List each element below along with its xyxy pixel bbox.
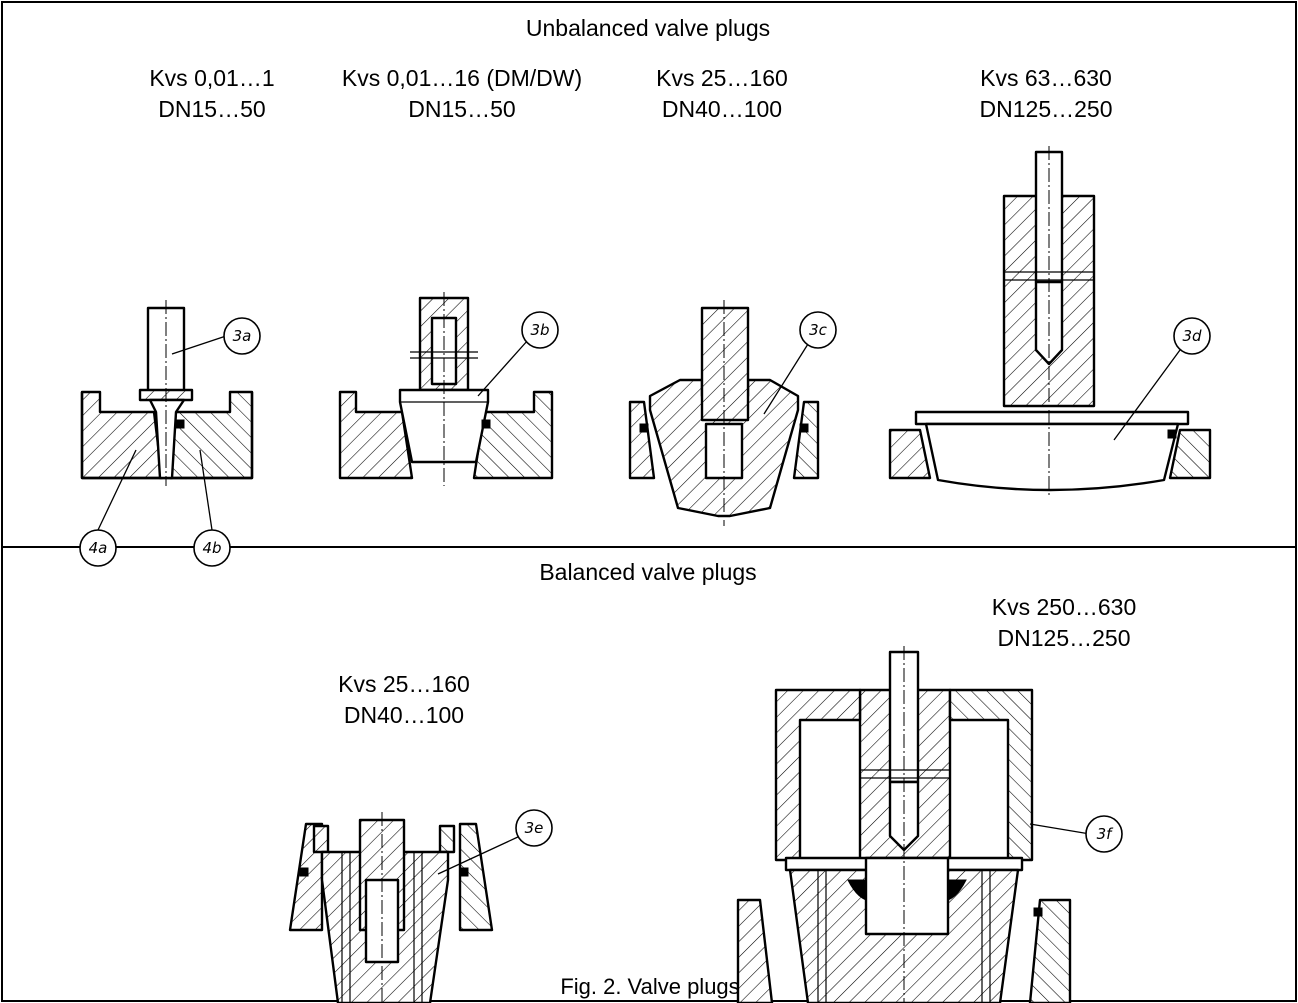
seal-3a <box>175 419 185 429</box>
seal-3c-left <box>639 423 649 433</box>
variant-f-kvs: Kvs 250…630 <box>992 594 1136 620</box>
callout-4a-text: 4a <box>89 539 108 557</box>
plug-3f-drawing <box>736 646 1072 1003</box>
variant-e-label: Kvs 25…160 DN40…100 <box>338 671 470 728</box>
variant-e-dn: DN40…100 <box>344 702 464 728</box>
seat-3f-right <box>1028 898 1072 1003</box>
seal-3e-right <box>459 867 469 877</box>
plug-3d-drawing <box>888 146 1212 496</box>
seat-3d-right <box>1168 428 1212 480</box>
stem-3e-pin <box>364 878 400 964</box>
variant-b-kvs: Kvs 0,01…16 (DM/DW) <box>342 65 582 91</box>
callout-3c-text: 3c <box>809 321 828 339</box>
callout-3d-text: 3d <box>1182 327 1202 345</box>
variant-d-dn: DN125…250 <box>980 96 1113 122</box>
plug-3f-hub <box>864 856 950 936</box>
cage-3f-left <box>774 688 862 862</box>
variant-a-label: Kvs 0,01…1 DN15…50 <box>149 65 274 122</box>
seal-3e-left <box>299 867 309 877</box>
callout-3b: 3b <box>521 311 559 349</box>
cage-3e-right <box>438 824 456 854</box>
variant-c-label: Kvs 25…160 DN40…100 <box>656 65 788 122</box>
variant-b-label: Kvs 0,01…16 (DM/DW) DN15…50 <box>342 65 582 122</box>
callout-4b: 4b <box>193 529 231 567</box>
variant-f-dn: DN125…250 <box>998 625 1131 651</box>
callout-leaders <box>97 335 1181 875</box>
variant-d-label: Kvs 63…630 DN125…250 <box>980 65 1113 122</box>
plug-3b-drawing <box>338 292 554 486</box>
cage-3e <box>312 824 330 854</box>
variant-c-kvs: Kvs 25…160 <box>656 65 788 91</box>
callout-3b-text: 3b <box>530 321 549 339</box>
seal-3f-left <box>847 879 867 901</box>
seal-3b <box>481 419 491 429</box>
plug-3d <box>924 422 1180 492</box>
cage-3f-right <box>948 688 1034 862</box>
plug-3c-drawing <box>628 300 820 526</box>
callout-3f: 3f <box>1085 815 1123 853</box>
variant-d-kvs: Kvs 63…630 <box>980 65 1112 91</box>
callout-3a: 3a <box>223 317 261 355</box>
variant-e-kvs: Kvs 25…160 <box>338 671 470 697</box>
figure-caption: Fig. 2. Valve plugs <box>560 974 739 999</box>
plug-3e-drawing <box>288 812 494 1003</box>
seat-3b-right <box>472 390 554 480</box>
seal-3f-right <box>947 879 967 901</box>
balanced-section-title: Balanced valve plugs <box>539 559 756 585</box>
callout-3e: 3e <box>515 809 553 847</box>
seat-3c-left <box>628 400 656 480</box>
plug-3d-flange <box>914 410 1190 426</box>
variant-a-kvs: Kvs 0,01…1 <box>149 65 274 91</box>
seat-3e-right <box>458 822 494 932</box>
seal-3d <box>1167 429 1177 439</box>
unbalanced-section-title: Unbalanced valve plugs <box>526 15 770 41</box>
stem-3c <box>700 306 750 422</box>
variant-f-label: Kvs 250…630 DN125…250 <box>992 594 1136 651</box>
variant-a-dn: DN15…50 <box>158 96 265 122</box>
callout-3c: 3c <box>799 311 837 349</box>
seal-3c-right <box>799 423 809 433</box>
callout-3a-text: 3a <box>233 327 252 345</box>
variant-b-dn: DN15…50 <box>408 96 515 122</box>
stem-3f-tip <box>888 780 920 852</box>
seat-3a-left <box>80 390 164 480</box>
seat-3c-right <box>792 400 820 480</box>
callout-3d: 3d <box>1173 317 1211 355</box>
stem-3b-bore <box>430 316 458 386</box>
variant-c-dn: DN40…100 <box>662 96 782 122</box>
seat-3d-left <box>888 428 932 480</box>
callout-4b-text: 4b <box>202 539 221 557</box>
callout-4a: 4a <box>79 529 117 567</box>
seat-3f-left <box>736 898 774 1003</box>
seat-3a-right <box>168 390 254 480</box>
seal-3f-body <box>1033 907 1043 917</box>
callout-3e-text: 3e <box>525 819 544 837</box>
callout-3f-text: 3f <box>1097 825 1115 843</box>
